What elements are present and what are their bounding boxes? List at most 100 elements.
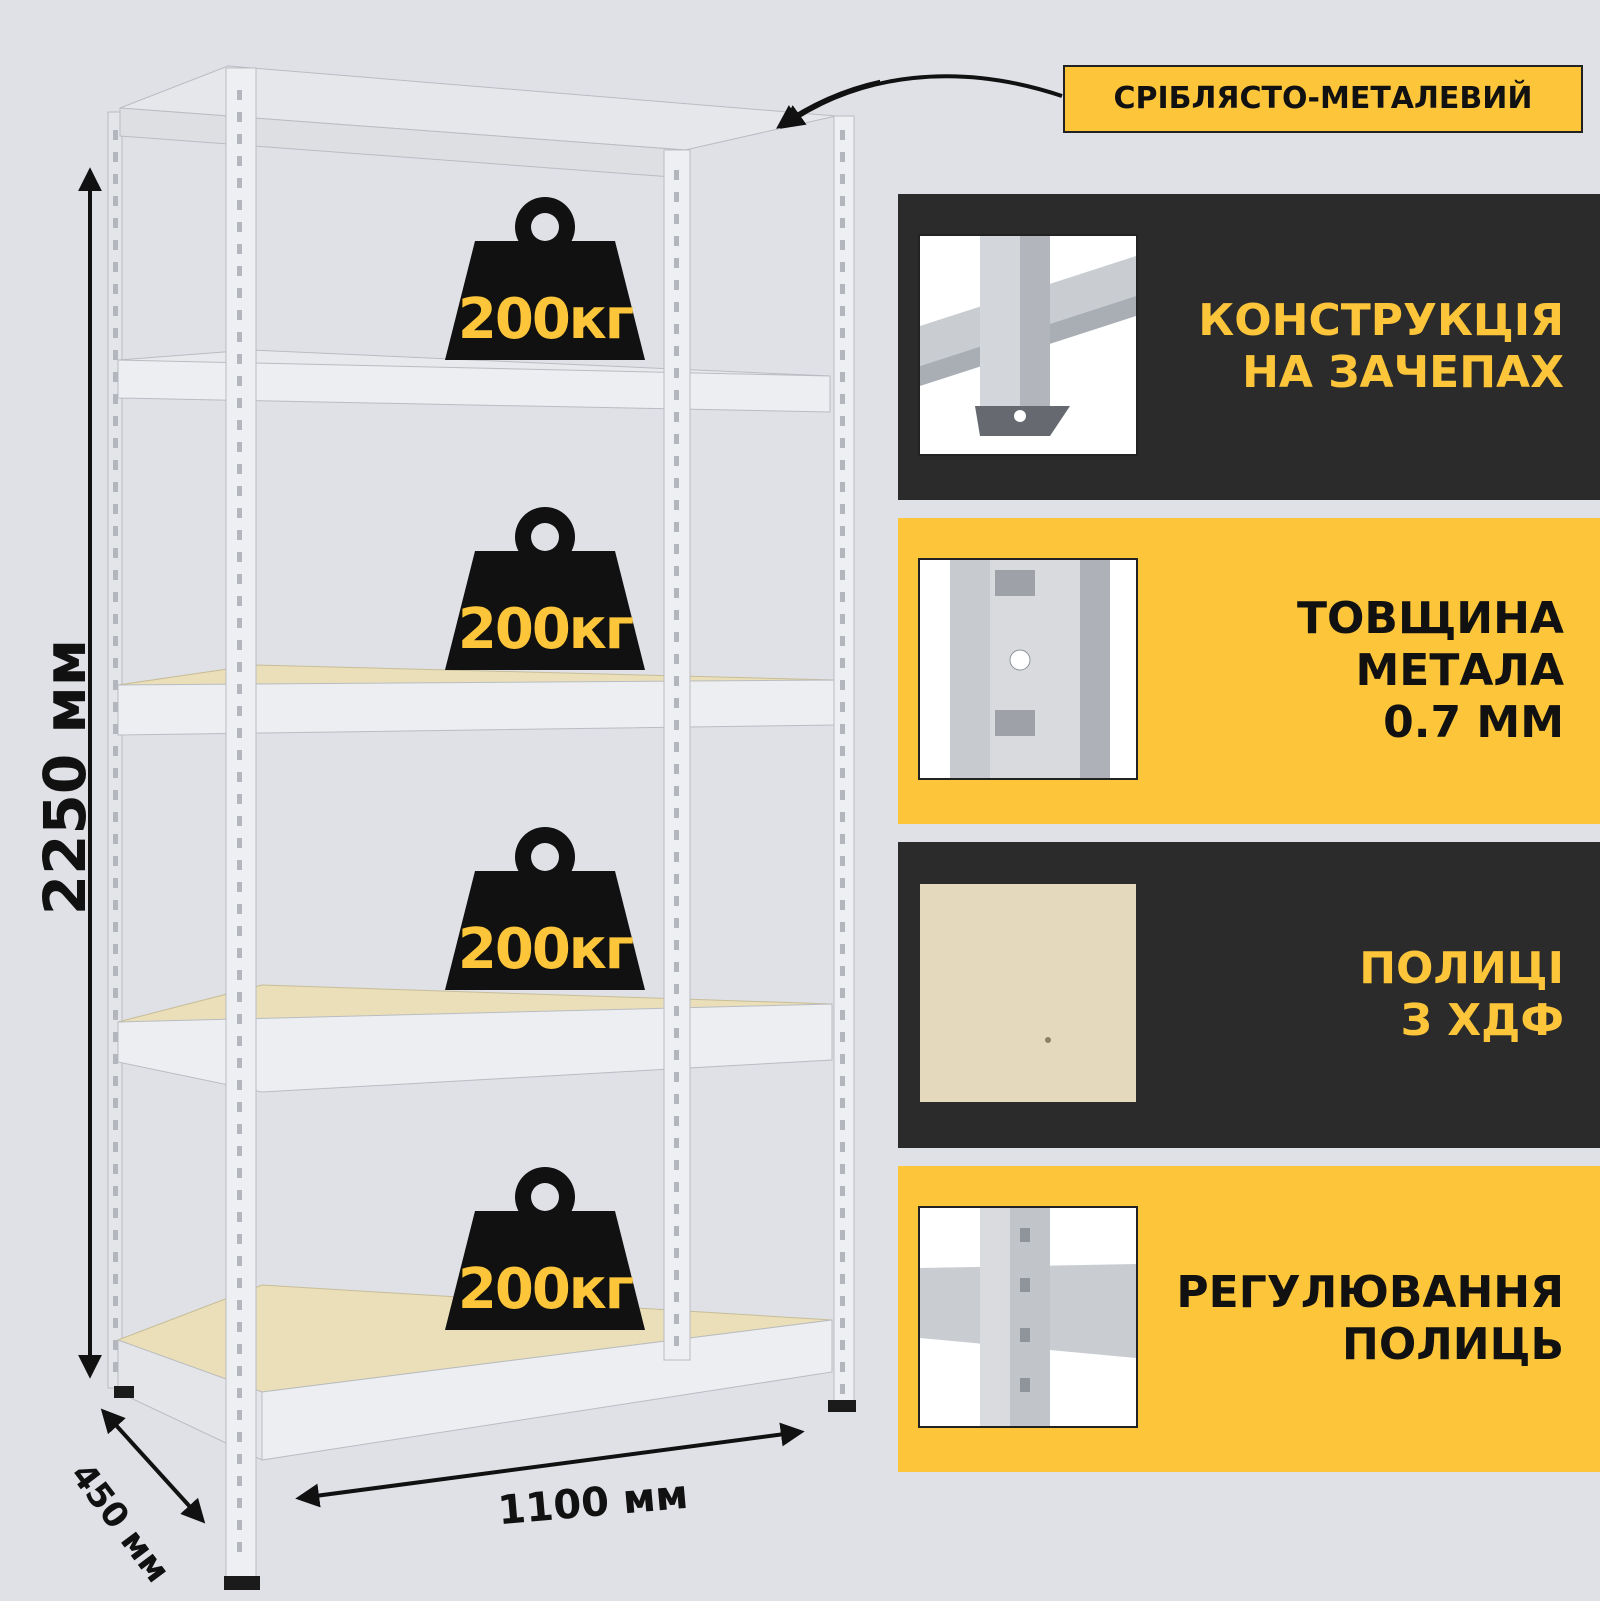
upright-slot xyxy=(674,1292,679,1302)
shelf-2-front xyxy=(117,359,831,413)
upright-slot xyxy=(113,504,118,514)
upright-slot xyxy=(674,1028,679,1038)
upright-slot xyxy=(113,1296,118,1306)
upright-slot xyxy=(840,196,845,206)
upright-slot xyxy=(237,1190,242,1200)
weight-icon xyxy=(445,507,645,670)
upright-slot xyxy=(237,486,242,496)
upright-slot xyxy=(840,1230,845,1240)
upright-slot xyxy=(840,350,845,360)
upright-slot xyxy=(237,640,242,650)
upright-slot xyxy=(674,698,679,708)
upright-slot xyxy=(840,438,845,448)
feature-text: ТОВЩИНА МЕТАЛА 0.7 ММ xyxy=(1144,518,1564,824)
upright-slot xyxy=(840,1120,845,1130)
upright-slot xyxy=(674,434,679,444)
shelf-load-label: 200кг xyxy=(457,1257,634,1322)
shelf-load-label: 200кг xyxy=(457,287,634,352)
upright-slot xyxy=(237,376,242,386)
upright-slot xyxy=(840,262,845,272)
upright-slot xyxy=(237,618,242,628)
upright-slot xyxy=(674,1116,679,1126)
upright-slot xyxy=(113,130,118,140)
upright-slot xyxy=(237,794,242,804)
upright-slot xyxy=(237,1234,242,1244)
feature-line: ПОЛИЦЬ xyxy=(1342,1319,1564,1370)
upright-slot xyxy=(237,552,242,562)
upright-slot xyxy=(674,654,679,664)
upright-slot xyxy=(674,1160,679,1170)
upright-slot xyxy=(674,1006,679,1016)
upright-slot xyxy=(237,266,242,276)
foot-front-left xyxy=(224,1576,260,1590)
upright-slot xyxy=(113,790,118,800)
upright-slot xyxy=(237,992,242,1002)
upright-slot xyxy=(237,1212,242,1222)
upright-slot xyxy=(113,262,118,272)
upright-slot xyxy=(113,922,118,932)
upright-slot xyxy=(840,526,845,536)
upright-slot xyxy=(674,1138,679,1148)
upright-slot xyxy=(674,544,679,554)
callout-arrow-overlay xyxy=(780,74,1063,129)
feature-panel-hooks: КОНСТРУКЦІЯ НА ЗАЧЕПАХ xyxy=(898,194,1600,500)
upright-slot xyxy=(840,1208,845,1218)
width-dimension-arrow xyxy=(295,1422,805,1508)
upright-slot xyxy=(113,746,118,756)
upright-slot xyxy=(840,658,845,668)
upright-slot xyxy=(840,1098,845,1108)
upright-slot xyxy=(237,838,242,848)
upright-slot xyxy=(840,878,845,888)
upright-slot xyxy=(840,988,845,998)
feature-line: З ХДФ xyxy=(1400,995,1564,1046)
upright-slot xyxy=(840,592,845,602)
upright-slot xyxy=(113,724,118,734)
upright-slot xyxy=(237,1520,242,1530)
upright-slot xyxy=(674,1204,679,1214)
upright-slot xyxy=(674,566,679,576)
upright-slot xyxy=(674,1072,679,1082)
upright-slot xyxy=(237,1476,242,1486)
upright-slot xyxy=(674,1050,679,1060)
feature-text: ПОЛИЦІ З ХДФ xyxy=(1144,842,1564,1148)
upright-slot xyxy=(237,508,242,518)
upright-slot xyxy=(237,1542,242,1552)
upright-slot xyxy=(237,1410,242,1420)
upright-slot xyxy=(840,900,845,910)
foot-back-left xyxy=(114,1386,134,1398)
upright-slot xyxy=(113,834,118,844)
upright-slot xyxy=(237,772,242,782)
upright-slot xyxy=(237,200,242,210)
upright-slot xyxy=(237,332,242,342)
upright-slot xyxy=(113,1362,118,1372)
upright-slot xyxy=(674,676,679,686)
color-callout-arrow-line xyxy=(780,74,1063,129)
upright-slot xyxy=(674,1270,679,1280)
upright-slot xyxy=(674,390,679,400)
upright-slot xyxy=(674,214,679,224)
upright-slot xyxy=(113,1164,118,1174)
upright-slot xyxy=(237,530,242,540)
upright-slot xyxy=(840,812,845,822)
upright-slot xyxy=(237,1454,242,1464)
upright-slot xyxy=(113,482,118,492)
upright-slot xyxy=(840,1010,845,1020)
upright-slot xyxy=(113,592,118,602)
upright-slot xyxy=(840,548,845,558)
upright-slot xyxy=(237,882,242,892)
upright-slot xyxy=(674,1094,679,1104)
upright-slot xyxy=(840,284,845,294)
upright-slot xyxy=(840,1186,845,1196)
upright-slot xyxy=(840,1362,845,1372)
upright-slot xyxy=(237,574,242,584)
upright-slot xyxy=(674,1226,679,1236)
upright-slot xyxy=(237,310,242,320)
upright-slot xyxy=(674,170,679,180)
upright-slot xyxy=(237,1498,242,1508)
height-dimension-label: 2250 мм xyxy=(31,638,99,916)
weight-icon xyxy=(445,1167,645,1330)
upright-slot xyxy=(113,658,118,668)
upright-slot xyxy=(237,970,242,980)
hook-joint-photo xyxy=(918,234,1138,456)
